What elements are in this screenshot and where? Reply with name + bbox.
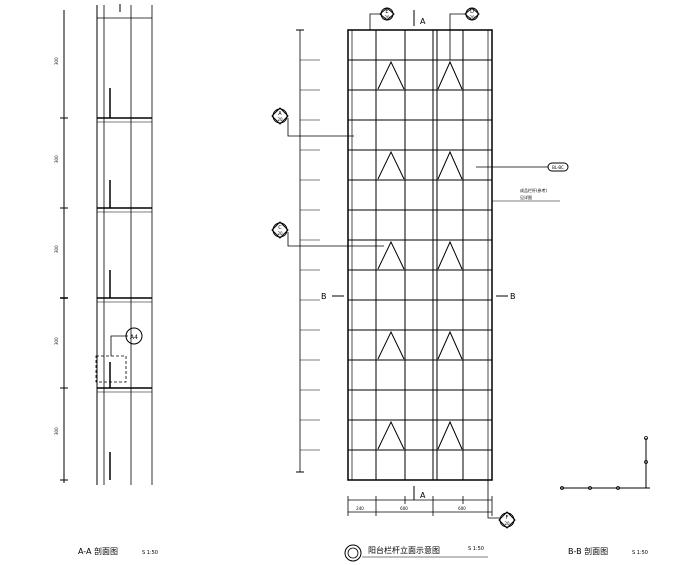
left-marker-1-sheet: 20 — [277, 117, 283, 122]
floor-dim-4: 300 — [54, 337, 59, 345]
note-text-1: 成品栏杆(参考) — [520, 187, 548, 193]
bottom-dim-1: 240 — [356, 506, 364, 511]
main-elevation-title: 阳台栏杆立面示意图 — [368, 545, 440, 555]
bottom-marker-sheet: 20 — [504, 521, 510, 526]
note-text-2: 见详图 — [520, 194, 532, 200]
left-marker-2-number: C — [278, 225, 282, 231]
section-mark-left: B — [321, 292, 327, 301]
left-marker-2-sheet: 20 — [277, 231, 283, 236]
left-marker-1-number: A — [278, 111, 282, 117]
right-section-title: B-B 剖面图 — [568, 546, 608, 556]
section-mark-top: A — [420, 17, 426, 26]
top-marker-1-number: E — [385, 9, 388, 15]
right-section-scale: S 1:50 — [632, 550, 648, 556]
top-marker-1-sheet: 20 — [384, 15, 390, 20]
floor-dim-2: 300 — [54, 155, 59, 163]
floor-dim-1: 300 — [54, 57, 59, 65]
left-floor-dims: 300 300 300 300 300 — [54, 57, 59, 435]
right-section-drawing — [560, 436, 650, 490]
bottom-dim-2: 600 — [400, 506, 408, 511]
main-elevation-drawing — [271, 7, 569, 562]
top-marker-2-number: D — [470, 9, 474, 15]
bottom-dim-3: 600 — [458, 506, 466, 511]
main-elevation-scale: S 1:50 — [468, 546, 484, 552]
floor-dim-5: 300 — [54, 427, 59, 435]
section-mark-right: B — [510, 292, 516, 301]
note-tag: BL-BC — [552, 165, 564, 170]
top-marker-2-sheet: 20 — [469, 15, 475, 20]
floor-dim-3: 300 — [54, 245, 59, 253]
left-section-drawing — [60, 4, 153, 485]
section-mark-bottom: A — [420, 491, 426, 500]
left-section-title: A-A 剖面图 — [78, 546, 118, 556]
bottom-marker-number: F — [506, 515, 509, 521]
left-section-scale: S 1:50 — [142, 550, 158, 556]
detail-marker-a4: A4 — [130, 334, 138, 341]
